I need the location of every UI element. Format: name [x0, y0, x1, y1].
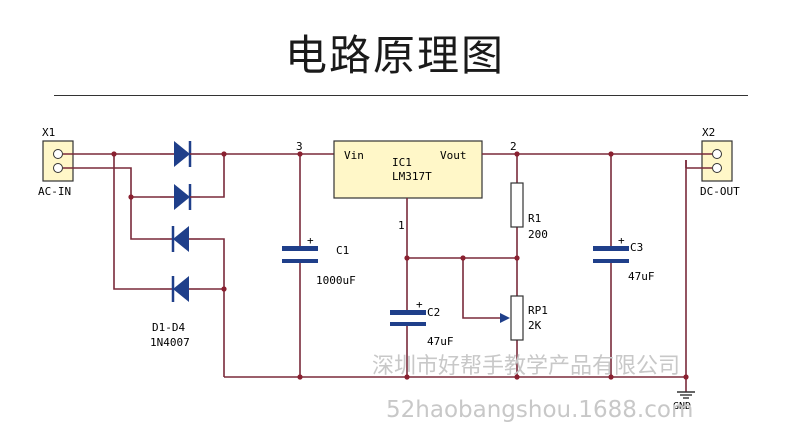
- page-title: 电路原理图: [284, 31, 505, 80]
- ic1-regulator: [333, 140, 483, 199]
- title-divider: [54, 95, 748, 96]
- ic1-ref-label: IC1: [392, 156, 412, 169]
- ic1-pin1-label: 1: [398, 219, 405, 232]
- x1-name-label: AC-IN: [38, 185, 71, 198]
- x1-ref-label: X1: [42, 126, 55, 139]
- resistor-r1: [510, 182, 524, 228]
- diode-d3: [160, 226, 200, 252]
- rp1-wiper-arrow: [500, 313, 510, 323]
- connector-x1: [42, 140, 74, 182]
- c1-plus: +: [307, 234, 314, 247]
- c2-ref-label: C2: [427, 306, 440, 319]
- ic1-pin3-label: 3: [296, 140, 303, 153]
- rp1-value-label: 2K: [528, 319, 542, 332]
- ic1-vout-label: Vout: [440, 149, 467, 162]
- junction-dots: [111, 151, 689, 380]
- x2-terminal-top: [712, 149, 722, 159]
- x1-terminal-top: [53, 149, 63, 159]
- rp1-ref-label: RP1: [528, 304, 548, 317]
- x2-terminal-bottom: [712, 163, 722, 173]
- c2-value-label: 47uF: [427, 335, 454, 348]
- potentiometer-rp1: [510, 295, 524, 341]
- ic1-part-label: LM317T: [392, 170, 432, 183]
- diode-d2: [160, 184, 200, 210]
- ic1-vin-label: Vin: [344, 149, 364, 162]
- connector-x2: [701, 140, 733, 182]
- watermark-company: 深圳市好帮手教学产品有限公司: [372, 354, 680, 379]
- diode-d4: [160, 276, 200, 302]
- capacitor-c1: +: [282, 234, 318, 263]
- capacitor-c2: +: [390, 298, 426, 326]
- diodes-ref-label: D1-D4: [152, 321, 185, 334]
- bridge-wiring: [63, 153, 225, 377]
- watermark-url: 52haobangshou.1688.com: [386, 397, 693, 423]
- c1-value-label: 1000uF: [316, 274, 356, 287]
- x2-ref-label: X2: [702, 126, 715, 139]
- ground-symbol: [677, 391, 695, 399]
- diodes-part-label: 1N4007: [150, 336, 190, 349]
- r1-ref-label: R1: [528, 212, 541, 225]
- x2-wiring: [685, 153, 712, 169]
- gnd-label: GND: [673, 401, 691, 412]
- x1-terminal-bottom: [53, 163, 63, 173]
- c3-plus: +: [618, 234, 625, 247]
- x2-name-label: DC-OUT: [700, 185, 740, 198]
- c1-ref-label: C1: [336, 244, 349, 257]
- r1-value-label: 200: [528, 228, 548, 241]
- c3-ref-label: C3: [630, 241, 643, 254]
- capacitor-c3: +: [593, 234, 629, 263]
- diode-d1: [160, 141, 200, 167]
- c2-plus: +: [416, 298, 423, 311]
- c3-value-label: 47uF: [628, 270, 655, 283]
- ic1-pin2-label: 2: [510, 140, 517, 153]
